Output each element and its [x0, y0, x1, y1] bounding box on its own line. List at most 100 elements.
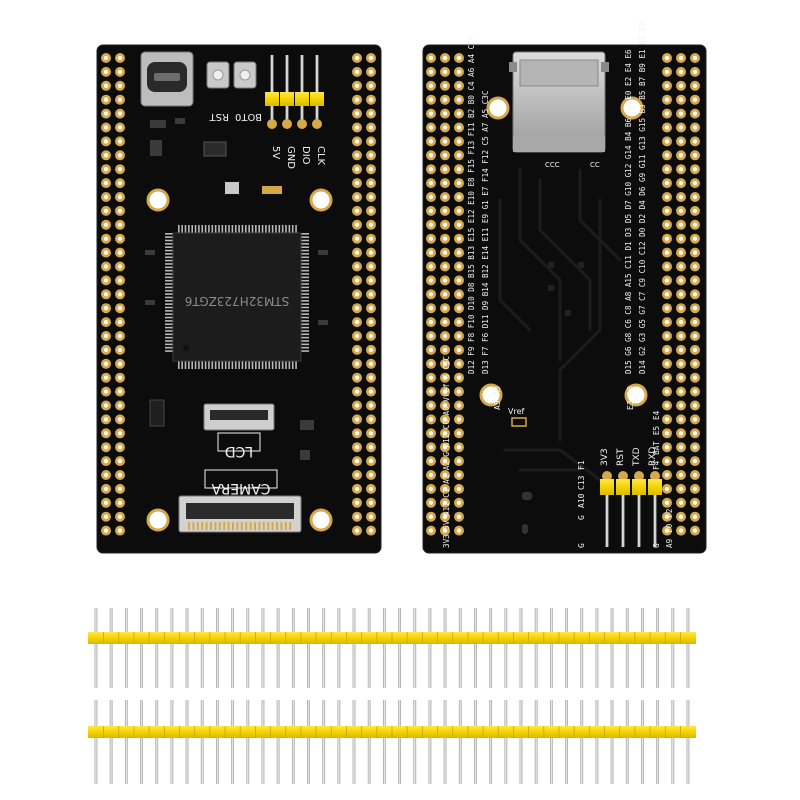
mcu-pin [165, 303, 173, 305]
mcu-pin [301, 283, 309, 285]
pad-hole [428, 403, 434, 408]
mcu-pin [275, 225, 277, 233]
fpc-contact [271, 522, 274, 530]
mcu-pin [285, 225, 287, 233]
pad-hole [428, 333, 434, 339]
mcu-pin [181, 225, 183, 233]
mcu-pin [291, 361, 294, 369]
fpc-contact [289, 522, 292, 530]
pad-hole [368, 208, 374, 214]
pad-hole [368, 333, 374, 339]
back-right-inner-1: D15 G6 G8 C6 C8 A8 A15 C11 D1 D3 D5 D7 G… [624, 49, 633, 374]
pad-hole [428, 250, 434, 255]
swd-header-labels: 5V GND DIO CLK [270, 146, 326, 169]
pad-hole [664, 500, 670, 505]
pad-hole [368, 458, 374, 464]
pad-hole [117, 514, 123, 519]
header-pin [300, 55, 304, 95]
pad-hole [368, 250, 374, 255]
pad-hole [442, 500, 448, 505]
pad-hole [664, 250, 670, 255]
fpc-contact [254, 522, 256, 530]
pad-hole [117, 319, 123, 325]
pad-hole [442, 514, 448, 519]
pad-hole [456, 319, 462, 325]
mcu-pin [165, 306, 173, 309]
pad-hole [103, 264, 109, 269]
strip-pin [534, 608, 538, 688]
pad-hole [456, 486, 462, 492]
pad-hole [692, 486, 698, 492]
pad-hole [368, 111, 374, 116]
bottom-g1: G [577, 543, 586, 548]
pad-hole [368, 83, 374, 89]
mcu-pin [301, 253, 309, 255]
pad-hole [368, 194, 374, 200]
pad-hole [103, 361, 109, 366]
mcu-pin [165, 323, 173, 326]
fpc-contact [205, 522, 208, 530]
mcu-pin [251, 361, 254, 369]
pad-hole [456, 375, 462, 380]
pad-hole [692, 333, 698, 339]
pad-hole [678, 111, 684, 116]
pad-hole [456, 264, 462, 269]
pad-hole [103, 417, 109, 422]
pad-hole [428, 125, 434, 130]
header-3v3: 3V3 [600, 448, 610, 466]
fpc-contact [280, 522, 283, 530]
pad-hole [368, 278, 374, 283]
pad-hole [442, 222, 448, 227]
bottom-c13: C13 [577, 475, 586, 490]
pad-hole [117, 389, 123, 394]
pad-hole [664, 347, 670, 353]
strip-pin [276, 700, 280, 784]
pad-hole [678, 264, 684, 269]
back-left-inner-2: D13 F7 F6 D11 D9 B14 B12 E14 E11 E9 G1 E… [481, 91, 490, 374]
mcu-pin [301, 286, 309, 289]
pad-hole [428, 292, 434, 297]
pad-hole [678, 222, 684, 227]
strip-pin [124, 608, 128, 688]
mcu-pin [165, 256, 173, 259]
pad-hole [678, 319, 684, 325]
mcu-pin [265, 361, 267, 369]
header-pin [315, 55, 319, 95]
pad-hole [368, 445, 374, 450]
vias [522, 262, 584, 534]
mcu-pin [231, 361, 234, 369]
pad-hole [442, 153, 448, 158]
mcu-pin [301, 323, 309, 326]
pad-hole [678, 431, 684, 436]
pad-hole [354, 431, 360, 436]
strip-pin [549, 608, 553, 688]
pad-hole [117, 167, 123, 172]
pad-hole [664, 125, 670, 130]
mcu-pin [261, 225, 264, 233]
pad-hole [692, 431, 698, 436]
pad-hole [442, 83, 448, 89]
pad-hole [354, 389, 360, 394]
pad-hole [456, 139, 462, 144]
mcu-pin [204, 225, 207, 233]
mcu-pin [301, 246, 309, 248]
fpc-contact [196, 522, 199, 530]
pad-hole [692, 208, 698, 214]
pad-hole [354, 403, 360, 408]
pin-header-strips [88, 608, 696, 784]
pad-hole [692, 83, 698, 89]
pad-hole [692, 417, 698, 422]
mcu-pin [301, 330, 309, 332]
pad-hole [692, 319, 698, 325]
pad-hole [117, 375, 123, 380]
pad-hole [354, 264, 360, 269]
pad-hole [456, 167, 462, 172]
header-pin [605, 495, 609, 547]
pad-hole [354, 194, 360, 200]
pad-hole [664, 278, 670, 283]
pad-hole [103, 500, 109, 505]
mcu-pin [301, 236, 309, 238]
pad-hole [354, 319, 360, 325]
pad-hole [692, 292, 698, 297]
pad-hole [442, 347, 448, 353]
